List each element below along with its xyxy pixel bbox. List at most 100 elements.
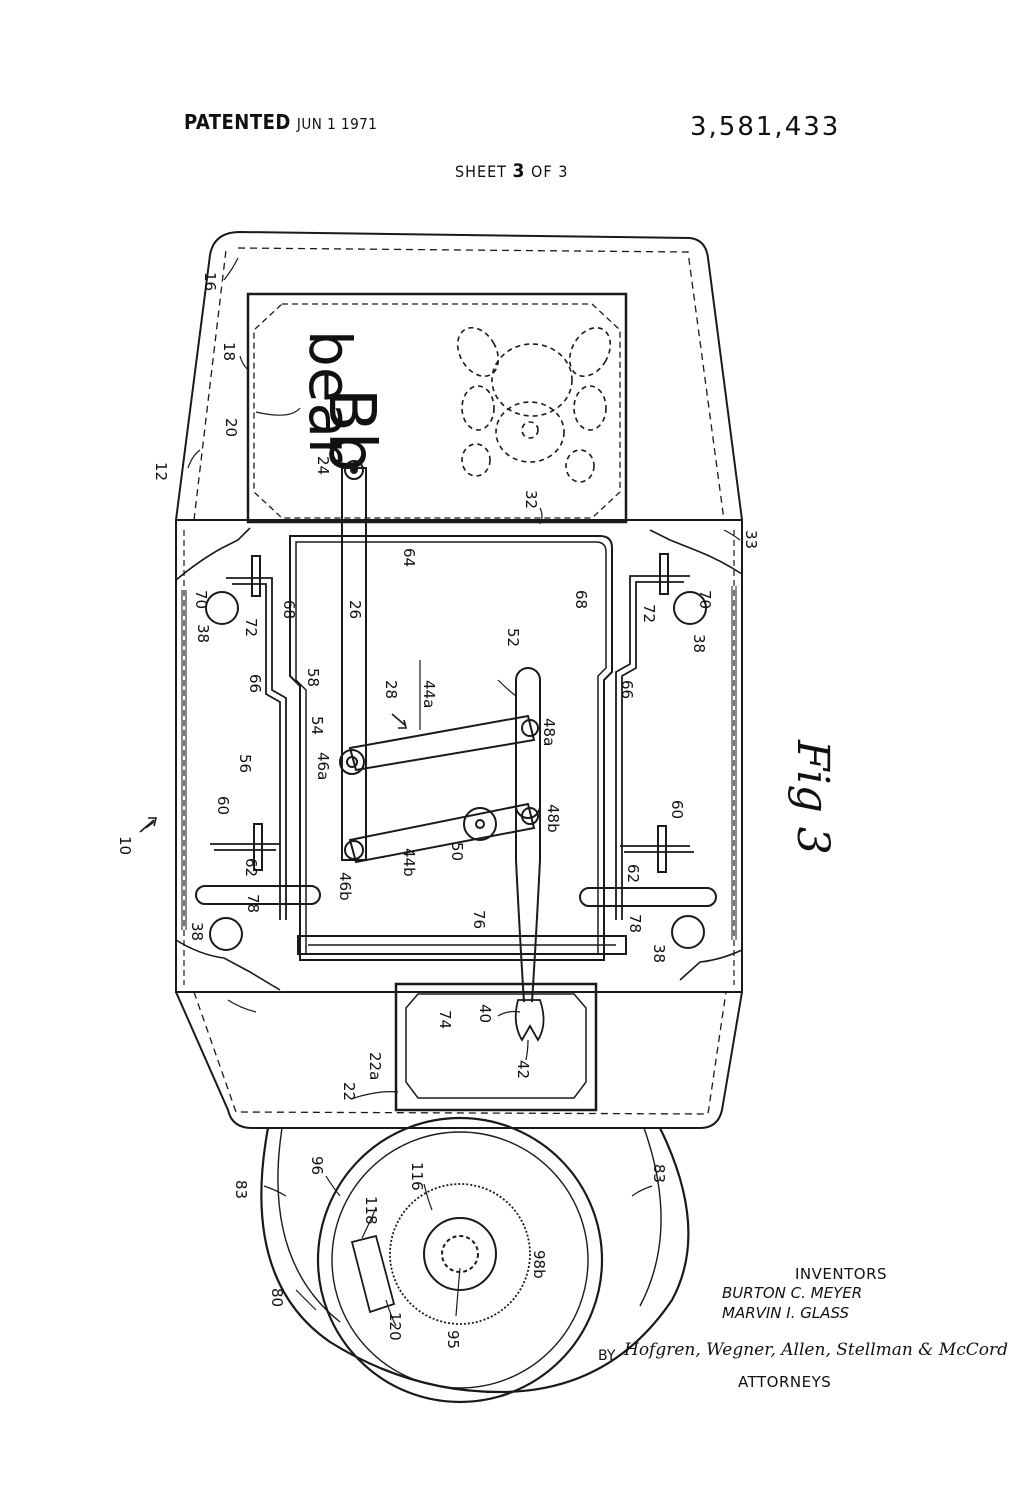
link-44a <box>348 714 536 772</box>
card-letters: Bb <box>314 388 388 473</box>
pivot-38-top-right <box>673 591 707 625</box>
label-38a: 38 <box>194 624 212 643</box>
hub-outer <box>423 1217 497 1291</box>
stylus-rod <box>515 680 541 1003</box>
bracket-72-right <box>659 553 669 595</box>
label-22a: 22a <box>366 1052 384 1080</box>
label-12: 12 <box>152 462 170 481</box>
label-44a: 44a <box>420 680 438 708</box>
bracket-72-left <box>251 555 261 597</box>
answer-window-dashed <box>405 993 587 1099</box>
card-text-group: bear <box>296 330 364 462</box>
label-42: 42 <box>514 1060 532 1079</box>
patent-date: JUN 1 1971 <box>296 115 378 133</box>
patented-label: PATENTED <box>184 110 291 134</box>
label-83b: 83 <box>650 1164 668 1183</box>
joint-46b <box>344 840 364 860</box>
joint-46a <box>339 749 365 775</box>
turntable-housing-inner <box>277 1127 662 1323</box>
cross-bar-76 <box>297 935 627 955</box>
window-118 <box>350 1234 396 1314</box>
housing-inner-dashed <box>193 247 727 1115</box>
label-38d: 38 <box>650 944 668 963</box>
label-70b: 70 <box>696 590 714 609</box>
label-18: 18 <box>220 342 238 361</box>
label-44b: 44b <box>400 848 418 877</box>
disc-116 <box>389 1183 531 1325</box>
sheet-of: OF <box>531 162 553 181</box>
label-10: 10 <box>116 836 134 855</box>
joint-50 <box>463 807 497 841</box>
label-72a: 72 <box>242 618 260 637</box>
turntable-ring-inner <box>331 1131 589 1389</box>
inventors-heading: INVENTORS <box>795 1265 888 1283</box>
inventor-name-2: MARVIN I. GLASS <box>722 1304 850 1322</box>
label-116: 116 <box>408 1162 426 1191</box>
stylus-slot-52 <box>515 667 541 819</box>
label-95: 95 <box>444 1330 462 1349</box>
card-letters-group: Bb <box>314 388 388 473</box>
sheet-label: SHEET <box>455 162 507 181</box>
label-52: 52 <box>504 628 522 647</box>
hub-inner-95 <box>441 1235 479 1273</box>
joint-48a <box>521 719 539 737</box>
label-33: 33 <box>742 530 760 549</box>
stylus-tip <box>514 999 545 1042</box>
inventor-name-1: BURTON C. MEYER <box>722 1284 863 1302</box>
turntable-ring-96 <box>316 1116 604 1404</box>
label-20: 20 <box>222 418 240 437</box>
arrow-10 <box>139 817 158 833</box>
pivot-38-bottom-right <box>671 915 705 949</box>
housing-outline <box>175 230 743 1129</box>
mechanism-plate <box>175 519 743 993</box>
label-46a: 46a <box>314 752 332 780</box>
card-frame <box>246 292 628 524</box>
bracket-62-right <box>657 825 667 873</box>
label-96: 96 <box>308 1156 326 1175</box>
label-56: 56 <box>236 754 254 773</box>
plate-broken-edge-right <box>649 529 743 981</box>
inner-plate-dashed <box>183 530 735 985</box>
label-50: 50 <box>448 842 466 861</box>
rod-left-lower <box>210 843 280 851</box>
label-40: 40 <box>476 1004 494 1023</box>
arrow-28 <box>391 713 408 729</box>
label-118: 118 <box>362 1196 380 1225</box>
label-48b: 48b <box>544 804 562 833</box>
label-66b: 66 <box>618 680 636 699</box>
sheet-indicator: SHEET 3 OF 3 <box>455 160 568 182</box>
label-120: 120 <box>386 1312 404 1341</box>
label-24: 24 <box>314 456 332 475</box>
sheet-total: 3 <box>558 162 569 181</box>
wall-hatch-right <box>731 586 737 940</box>
label-78b: 78 <box>626 914 644 933</box>
stylus-arm-26 <box>341 467 367 861</box>
label-83a: 83 <box>232 1180 250 1199</box>
label-64: 64 <box>400 548 418 567</box>
label-46b: 46b <box>336 872 354 901</box>
patent-number: 3,581,433 <box>690 112 841 142</box>
patented-stamp: PATENTED JUN 1 1971 <box>184 110 377 134</box>
joint-50-core <box>475 819 485 829</box>
attorney-firm-signature: Hofgren, Wegner, Allen, Stellman & McCor… <box>624 1340 1008 1360</box>
joint-46a-core <box>346 756 358 768</box>
label-60a: 60 <box>214 796 232 815</box>
rod-right <box>615 575 690 920</box>
attorneys-label: ATTORNEYS <box>738 1373 832 1391</box>
label-16: 16 <box>201 272 219 291</box>
figure-title: Fig 3 <box>787 739 838 855</box>
label-72b: 72 <box>640 604 658 623</box>
label-74: 74 <box>436 1010 454 1029</box>
leader-lines <box>145 257 741 1327</box>
sheet-number: 3 <box>512 160 526 182</box>
label-38b: 38 <box>690 634 708 653</box>
label-76: 76 <box>470 910 488 929</box>
label-66a: 66 <box>246 674 264 693</box>
reference-numerals: 16 12 18 20 24 32 33 64 70 70 72 72 68 6… <box>116 272 838 1349</box>
label-70a: 70 <box>192 590 210 609</box>
bracket-62-left <box>253 823 263 871</box>
card-dashed-outline <box>253 303 621 519</box>
label-54: 54 <box>308 716 326 735</box>
rod-left <box>226 577 287 920</box>
